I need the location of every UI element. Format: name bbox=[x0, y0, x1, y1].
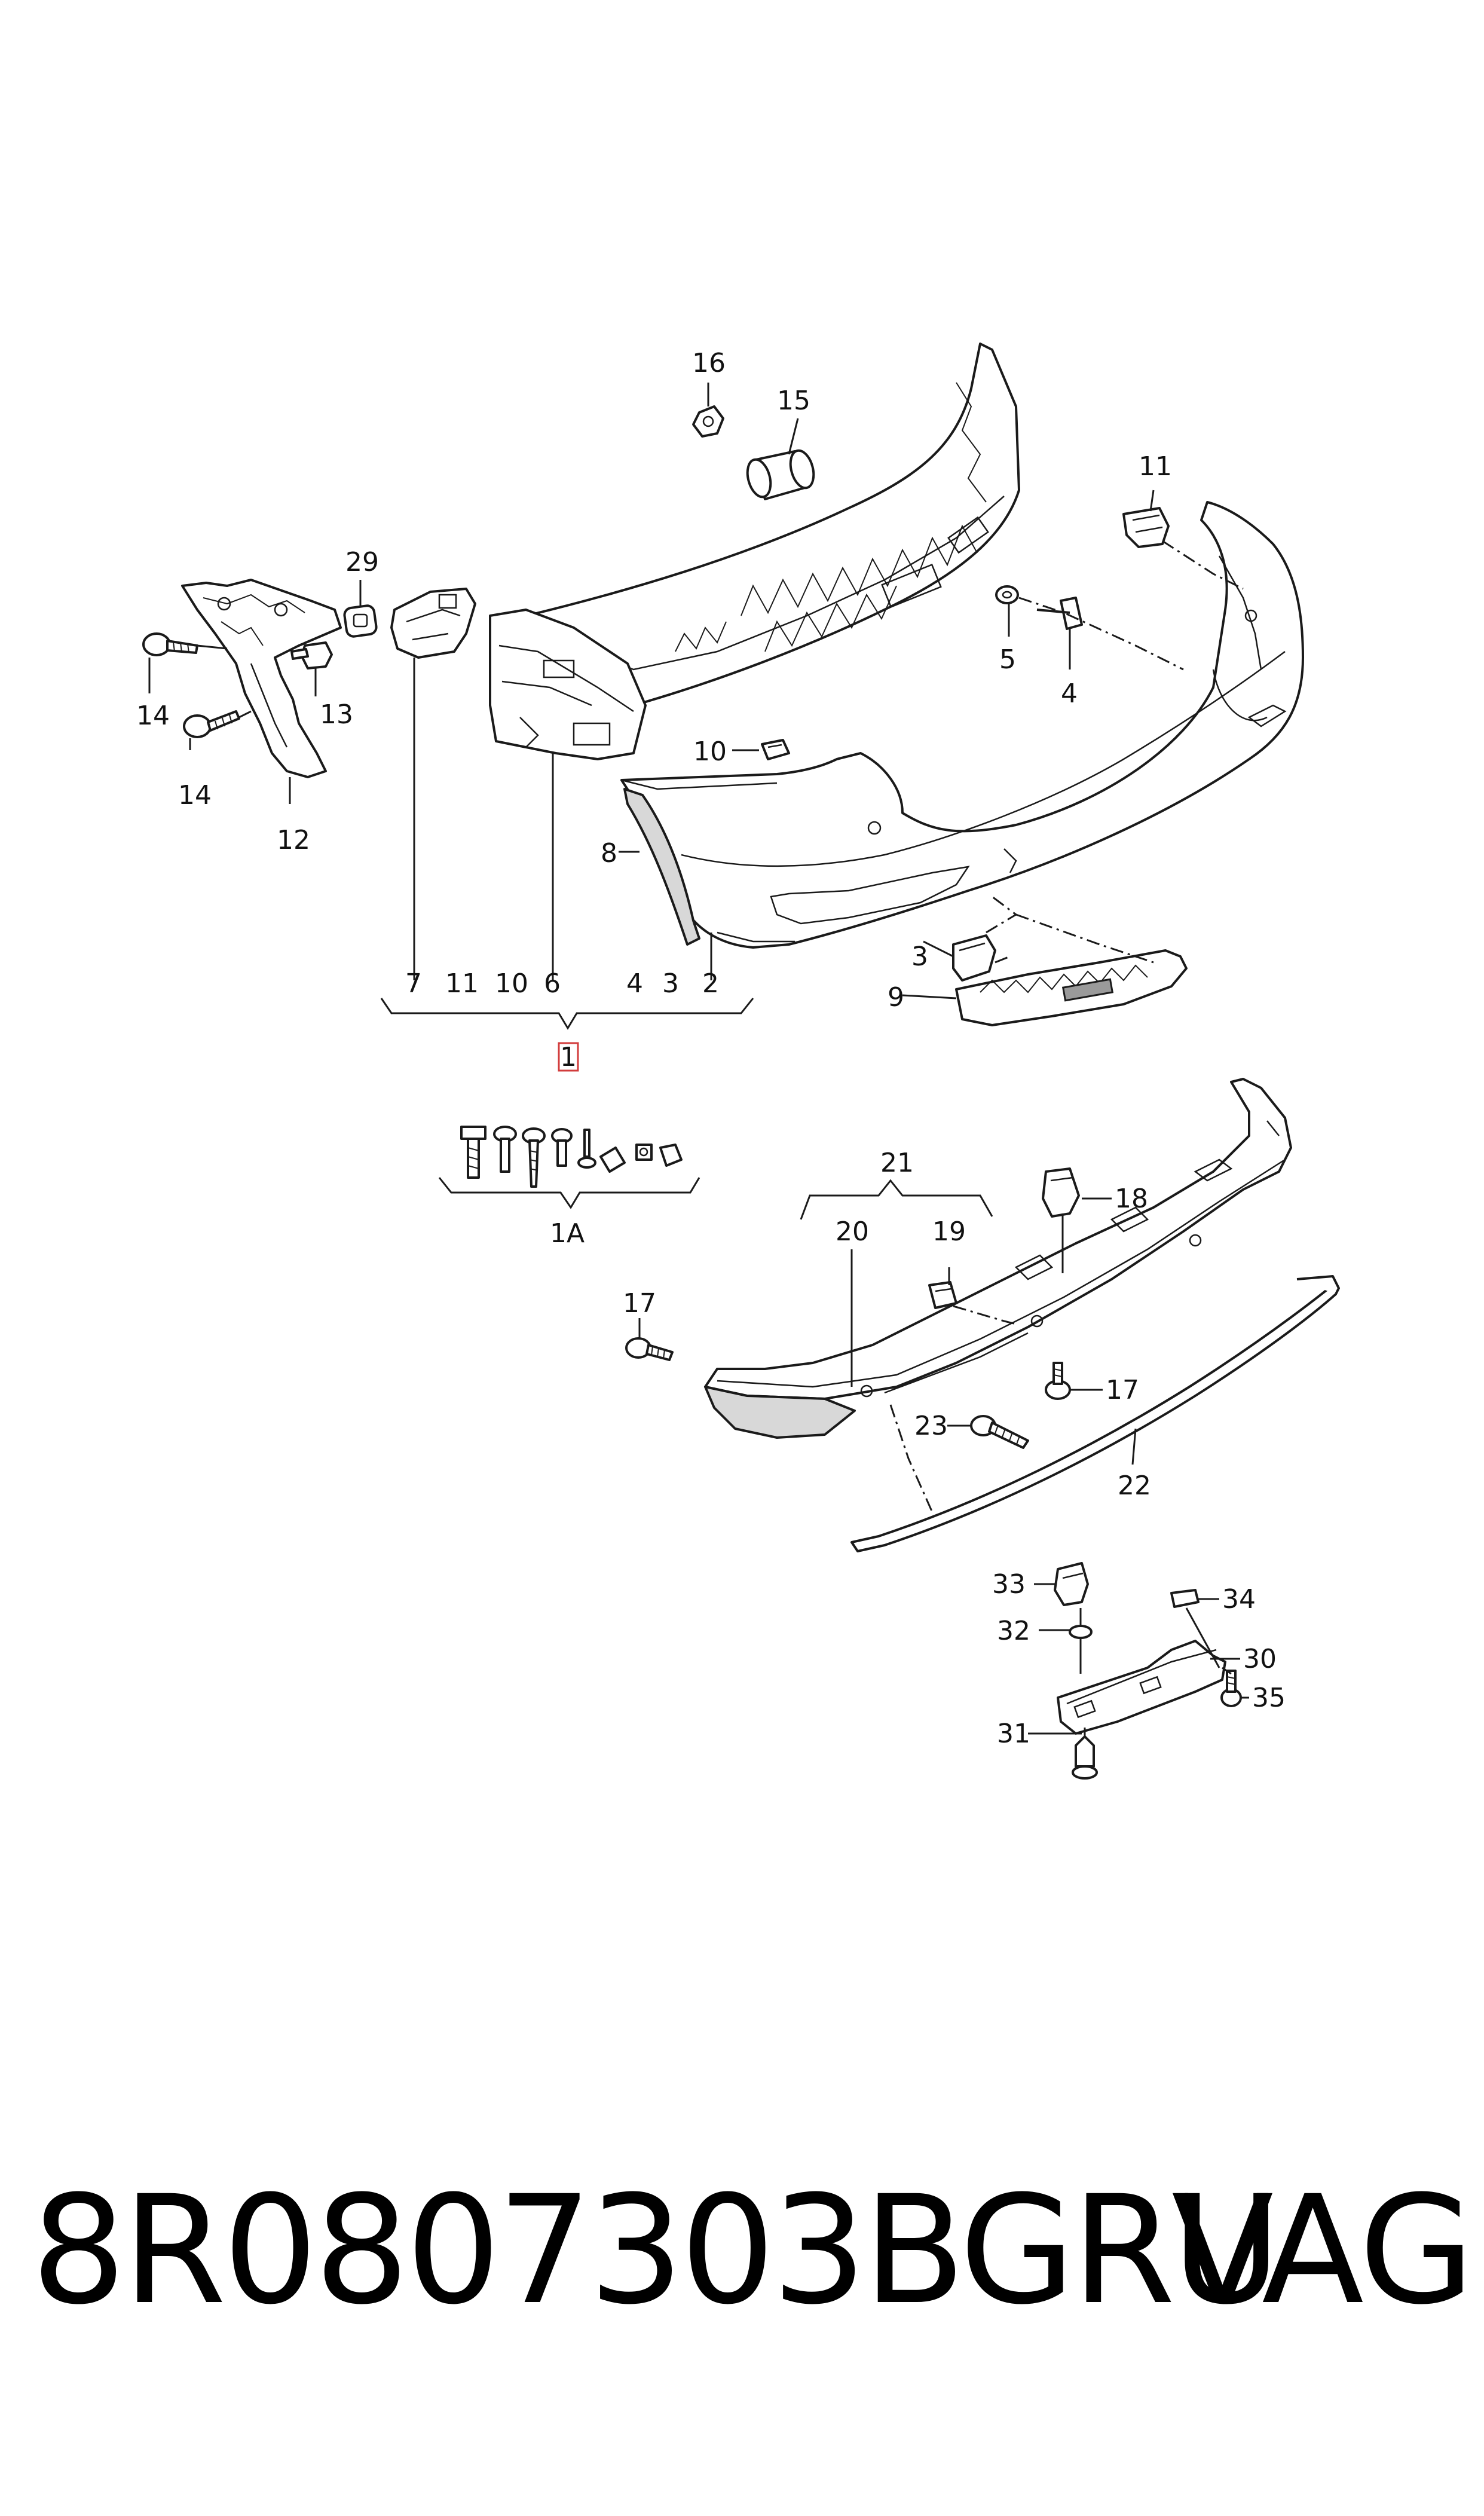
washer-32 bbox=[1069, 1625, 1093, 1639]
callout-34: 34 bbox=[1222, 1584, 1256, 1615]
brand-name: VAG bbox=[1171, 2163, 1474, 2337]
retaining-clip-10 bbox=[761, 739, 790, 760]
screw-17-right bbox=[1045, 1362, 1071, 1400]
clip-19 bbox=[928, 1281, 957, 1309]
lower-diffuser-panel bbox=[704, 1078, 1292, 1439]
callout-17-left: 17 bbox=[623, 1288, 656, 1319]
group-bracket-1a bbox=[438, 1177, 700, 1209]
screw-23 bbox=[970, 1415, 1029, 1449]
guide-profile-7 bbox=[390, 588, 476, 659]
group-label-7: 7 bbox=[405, 968, 422, 999]
leader-lines-lower bbox=[638, 1179, 1137, 1513]
group-label-11: 11 bbox=[445, 968, 479, 999]
callout-19: 19 bbox=[932, 1216, 966, 1247]
bracket-clip-4 bbox=[1036, 597, 1083, 630]
fastener-set-1a bbox=[460, 1126, 683, 1188]
side-bracket-12 bbox=[181, 579, 342, 778]
screw-14-lower bbox=[183, 710, 240, 738]
leader-lines-bracket bbox=[1028, 1583, 1249, 1737]
towing-eye-cap bbox=[952, 934, 996, 982]
group-label-1: 1 bbox=[560, 1042, 577, 1072]
callout-labels: 16 15 11 29 14 13 14 12 5 4 10 8 3 9 7 1… bbox=[136, 348, 1286, 1749]
callout-23: 23 bbox=[914, 1411, 948, 1441]
group-label-6: 6 bbox=[544, 968, 561, 999]
callout-20: 20 bbox=[836, 1216, 869, 1247]
group-label-3: 3 bbox=[662, 968, 679, 999]
callout-16: 16 bbox=[692, 348, 726, 378]
screw-17-left bbox=[625, 1337, 674, 1361]
callout-30: 30 bbox=[1243, 1644, 1277, 1674]
callout-10: 10 bbox=[693, 736, 727, 767]
mounting-plate-30 bbox=[1057, 1640, 1226, 1735]
group-label-1a: 1A bbox=[550, 1218, 585, 1249]
clip-33 bbox=[1054, 1562, 1089, 1606]
group-bracket-1 bbox=[380, 998, 754, 1072]
screw-14-upper bbox=[142, 632, 198, 656]
callout-22: 22 bbox=[1118, 1471, 1151, 1501]
callout-21: 21 bbox=[880, 1148, 914, 1178]
callout-11-top: 11 bbox=[1139, 451, 1172, 482]
part-number: 8R0807303BGRU bbox=[31, 2163, 1281, 2337]
callout-33: 33 bbox=[992, 1569, 1026, 1600]
callout-17-right: 17 bbox=[1106, 1375, 1139, 1405]
bumper-cover bbox=[620, 501, 1304, 949]
lower-trim-strip bbox=[850, 1275, 1340, 1552]
callout-4: 4 bbox=[1061, 678, 1078, 709]
spacer-sleeve bbox=[746, 449, 815, 500]
group-label-2: 2 bbox=[702, 968, 719, 999]
callout-18: 18 bbox=[1115, 1184, 1148, 1214]
callout-14-lower: 14 bbox=[178, 780, 212, 811]
screw-35 bbox=[1220, 1670, 1242, 1707]
callout-8: 8 bbox=[601, 838, 617, 869]
nut-16 bbox=[692, 405, 724, 438]
side-trim-strip bbox=[623, 788, 700, 946]
washer-5 bbox=[995, 585, 1019, 604]
lower-insert-grille bbox=[955, 949, 1188, 1026]
washer-29 bbox=[343, 604, 378, 638]
leader-lines-upper bbox=[148, 383, 1244, 999]
callout-32: 32 bbox=[997, 1616, 1030, 1646]
callout-13: 13 bbox=[320, 699, 353, 730]
callout-5: 5 bbox=[999, 644, 1016, 675]
push-clip-13 bbox=[290, 641, 333, 669]
callout-12: 12 bbox=[277, 825, 310, 855]
clip-34 bbox=[1170, 1589, 1200, 1608]
callout-31: 31 bbox=[997, 1719, 1030, 1749]
impact-absorber-carrier bbox=[513, 343, 1020, 713]
callout-9: 9 bbox=[888, 982, 904, 1013]
expansion-clip-11 bbox=[1122, 507, 1170, 548]
callout-29: 29 bbox=[345, 547, 379, 577]
group-label-4: 4 bbox=[626, 968, 643, 999]
callout-14-upper: 14 bbox=[136, 701, 170, 731]
clip-31 bbox=[1072, 1735, 1098, 1780]
callout-15: 15 bbox=[777, 386, 810, 416]
group-label-10: 10 bbox=[495, 968, 528, 999]
left-end-support-bracket bbox=[489, 609, 647, 760]
callout-35: 35 bbox=[1252, 1683, 1286, 1713]
callout-3: 3 bbox=[911, 941, 928, 972]
clip-18 bbox=[1042, 1167, 1080, 1218]
